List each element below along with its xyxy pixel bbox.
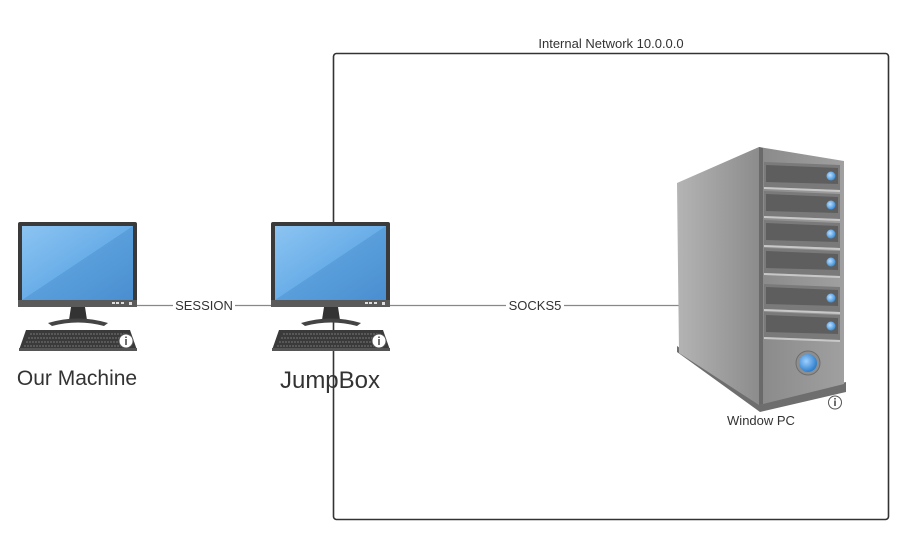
info-icon — [828, 395, 842, 410]
node-label-window-pc: Window PC — [727, 413, 795, 428]
node-window-pc[interactable]: Window PC — [677, 147, 846, 428]
connection-label-session: SESSION — [175, 298, 233, 313]
node-jumpbox[interactable]: JumpBox — [270, 221, 391, 394]
connection-label-socks5: SOCKS5 — [509, 298, 562, 313]
node-label-jumpbox: JumpBox — [280, 367, 380, 394]
desktop-computer-icon — [17, 221, 138, 352]
internal-network-label: Internal Network 10.0.0.0 — [538, 36, 683, 51]
node-our-machine[interactable]: Our Machine — [17, 221, 138, 390]
tower-server-icon — [677, 147, 846, 412]
node-label-our-machine: Our Machine — [17, 367, 137, 390]
desktop-computer-icon — [270, 221, 391, 352]
